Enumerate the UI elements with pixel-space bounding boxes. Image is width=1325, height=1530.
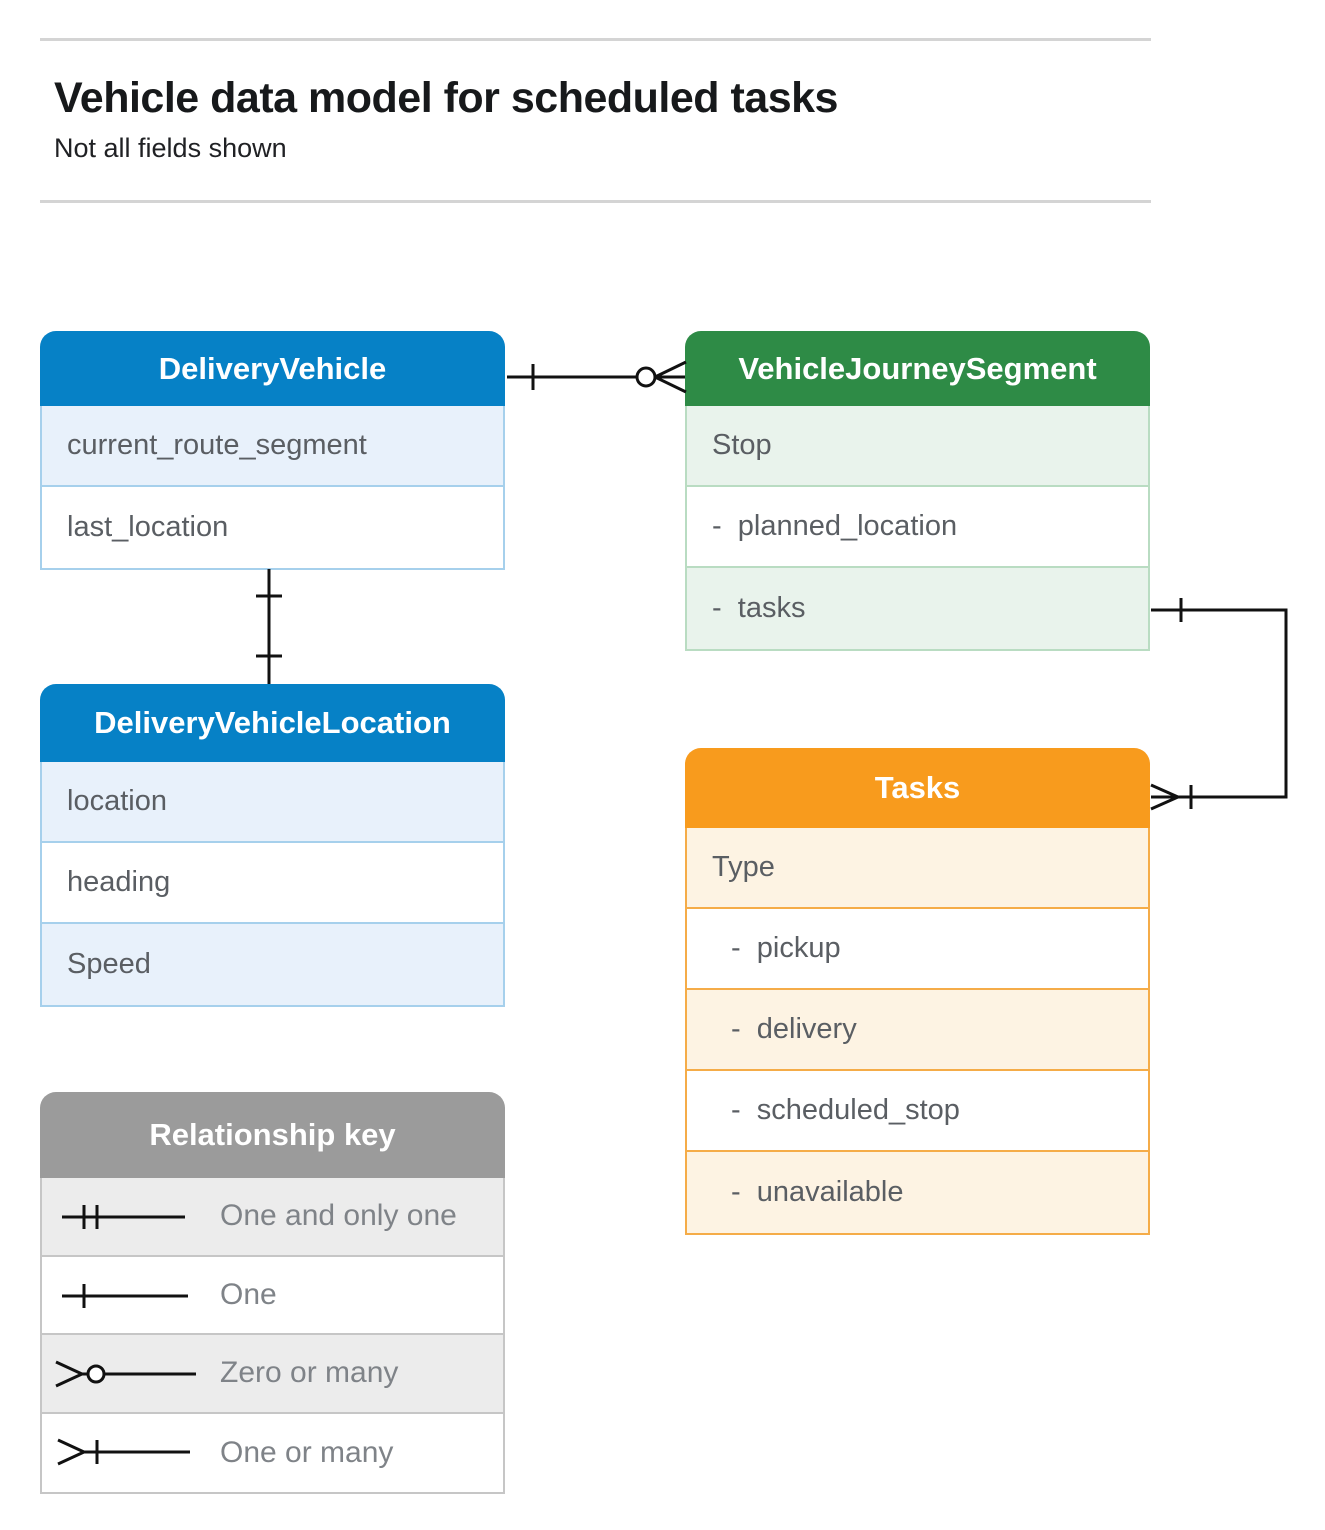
- relationship-key-title: Relationship key: [40, 1092, 505, 1178]
- field-stop: Stop: [687, 406, 1148, 487]
- page-subtitle: Not all fields shown: [54, 133, 287, 163]
- connector-deliveryvehicle-to-deliveryvehiclelocation: [256, 569, 282, 684]
- legend-item-zero-or-many: Zero or many: [42, 1335, 503, 1414]
- field-planned-location: - planned_location: [687, 487, 1148, 568]
- field-last-location: last_location: [67, 511, 229, 543]
- legend-item-one-or-many: One or many: [220, 1435, 394, 1469]
- entity-tasks: Tasks Type - pickup - delivery - schedul…: [685, 748, 1150, 1235]
- field-type: Type: [687, 828, 1148, 909]
- legend-item-one-and-only-one: One and only one: [42, 1178, 503, 1257]
- entity-vehicle-journey-segment: VehicleJourneySegment Stop - planned_loc…: [685, 331, 1150, 651]
- divider-top: [40, 38, 1151, 41]
- entity-vehicle-journey-segment-title: VehicleJourneySegment: [685, 331, 1150, 406]
- field-location: location: [42, 762, 503, 843]
- legend-item-one: One: [42, 1257, 503, 1335]
- entity-tasks-fields: Type - pickup - delivery - scheduled_sto…: [685, 828, 1150, 1235]
- field-pickup: - pickup: [687, 909, 1148, 990]
- field-unavailable: - unavailable: [687, 1152, 1148, 1233]
- entity-delivery-vehicle-location-fields: location heading Speed: [40, 762, 505, 1007]
- field-tasks: - tasks: [687, 568, 1148, 649]
- field-heading: heading: [42, 843, 503, 924]
- connector-deliveryvehicle-to-vehiclejourneysegment: [507, 360, 687, 394]
- entity-delivery-vehicle-location: DeliveryVehicleLocation location heading…: [40, 684, 505, 1007]
- divider-bottom: [40, 200, 1151, 203]
- connector-vehiclejourneysegment-tasks-to-tasks: [1150, 598, 1288, 811]
- field-scheduled-stop: - scheduled_stop: [687, 1071, 1148, 1152]
- page-title: Vehicle data model for scheduled tasks: [54, 74, 838, 122]
- relationship-key-items: One and only one One Zero or many One or…: [40, 1178, 505, 1494]
- entity-delivery-vehicle-location-title: DeliveryVehicleLocation: [40, 684, 505, 762]
- entity-delivery-vehicle-title: DeliveryVehicle: [40, 331, 505, 406]
- entity-delivery-vehicle: DeliveryVehicle current_route_segment la…: [40, 331, 505, 570]
- relationship-key: Relationship key One and only one One Ze…: [40, 1092, 505, 1494]
- field-current-route-segment: current_route_segment: [42, 406, 503, 487]
- entity-delivery-vehicle-fields: current_route_segment last_location: [40, 406, 505, 570]
- entity-vehicle-journey-segment-fields: Stop - planned_location - tasks: [685, 406, 1150, 651]
- field-delivery: - delivery: [687, 990, 1148, 1071]
- field-speed: Speed: [42, 924, 503, 1005]
- entity-tasks-title: Tasks: [685, 748, 1150, 828]
